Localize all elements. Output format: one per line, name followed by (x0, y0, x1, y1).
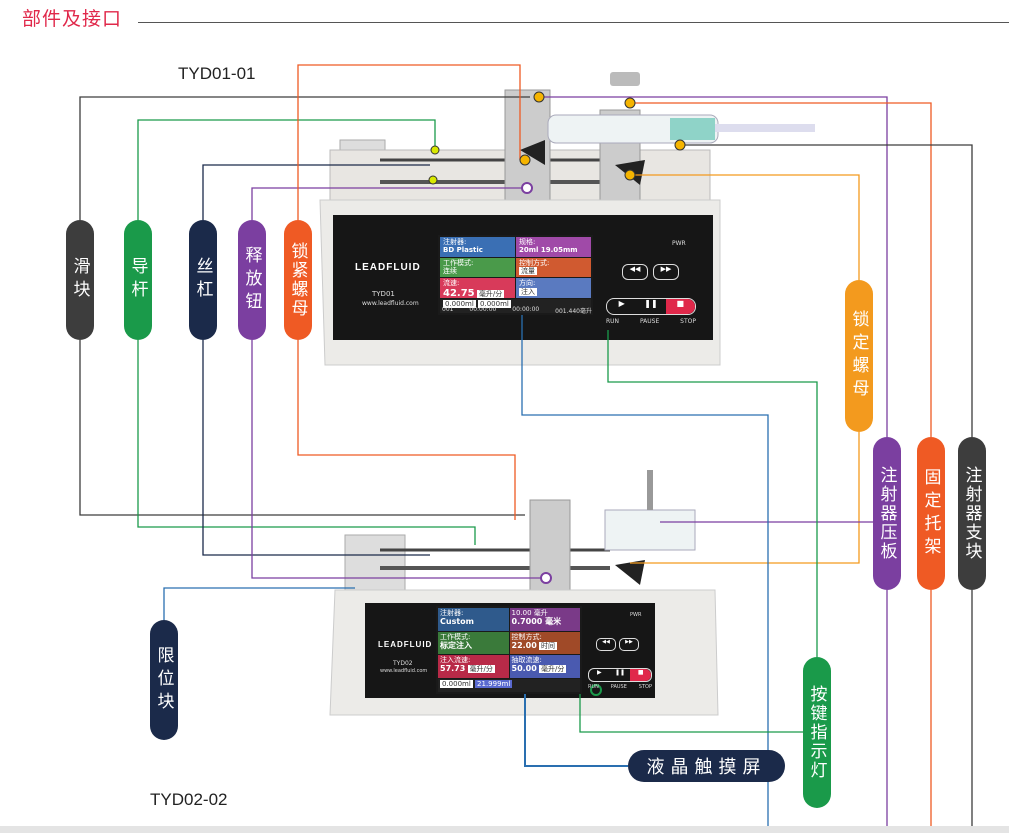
withdraw-rate-unit: 毫升/分 (539, 665, 567, 674)
volume-2: 0.000ml (478, 299, 511, 308)
status-time-1: 00:00:00 (469, 306, 497, 313)
play-button[interactable]: ▶ (618, 299, 625, 308)
label-key-indicator: 按键指示灯 (803, 657, 831, 808)
spec-value-1: 10.00 毫升 (511, 609, 548, 617)
model-label-top: TYD01-01 (178, 64, 256, 83)
status-count: 001 (442, 306, 454, 313)
volume-1: 0.000ml (440, 679, 473, 688)
label-guide-rod: 导杆 (124, 220, 152, 340)
pause-button[interactable]: ❚❚ (644, 299, 658, 308)
forward-button-bottom[interactable]: ▶▶ (619, 638, 639, 651)
pause-indicator: PAUSE (610, 684, 627, 690)
label-syringe-clamp: 注射器压板 (873, 437, 901, 590)
control-label: 控制方式: (511, 632, 542, 641)
pause-indicator: PAUSE (639, 318, 660, 325)
marker-dots (428, 91, 686, 696)
control-value[interactable]: 22.00 (511, 640, 537, 650)
title-divider (138, 22, 1009, 23)
label-lcd-touchscreen: 液晶触摸屏 (628, 750, 785, 782)
brand-url-top: www.leadfluid.com (362, 300, 419, 307)
status-time-2: 00:00:00 (512, 306, 540, 313)
label-release-button: 释放钮 (238, 220, 266, 340)
pump-top (319, 72, 815, 366)
play-button[interactable]: ▶ (597, 669, 602, 676)
spec-value-2: 0.7000 毫米 (511, 617, 562, 627)
rewind-button-top[interactable]: ◀◀ (622, 264, 648, 280)
spec-label: 规格: (519, 238, 536, 246)
brand-url-bottom: www.leadfluid.com (380, 668, 428, 674)
syringe-label: 注射器: (443, 238, 467, 246)
label-lock-nut: 锁紧螺母 (284, 220, 312, 340)
syringe-label: 注射器: (440, 609, 464, 617)
model-label-bottom: TYD02-02 (150, 790, 228, 809)
rate-unit: 毫升/分 (476, 289, 505, 298)
syringe-value: BD Plastic (443, 246, 483, 255)
volume-2: 21.999ml (475, 679, 513, 688)
syringe-value: Custom (440, 617, 474, 627)
bottom-band (0, 826, 1009, 833)
mode-value[interactable]: 连续 (443, 267, 457, 276)
forward-button-top[interactable]: ▶▶ (653, 264, 679, 280)
mode-label: 工作模式: (443, 258, 474, 267)
brand-logo-bottom: LEADFLUID (378, 640, 433, 649)
mode-value[interactable]: 标定注入 (440, 640, 472, 650)
control-value[interactable]: 流量 (519, 267, 537, 276)
dir-label: 方向: (519, 279, 536, 288)
leader-lines (79, 64, 973, 833)
model-bottom-panel: TYD02 (393, 660, 413, 667)
dir-value[interactable]: 注入 (519, 287, 537, 296)
lcd-screen-top[interactable]: 注射器:BD Plastic 规格:20ml 19.05mm 工作模式:连续 控… (438, 235, 593, 315)
inject-rate-unit: 毫升/分 (467, 665, 495, 674)
status-volume: 001.440毫升 (555, 308, 592, 315)
mode-label: 工作模式: (440, 632, 471, 641)
control-label: 控制方式: (519, 258, 550, 267)
status-bar-top: 001 00:00:00 00:00:00 001.440毫升 (442, 306, 592, 315)
control-buttons-top: ▶ ❚❚ ■ (606, 298, 696, 315)
pause-button[interactable]: ❚❚ (614, 669, 626, 676)
spec-value: 20ml 19.05mm (519, 246, 578, 255)
inject-rate-label: 注入流速: (440, 656, 471, 665)
label-fixed-bracket: 固定托架 (917, 437, 945, 590)
label-lead-screw: 丝杠 (189, 220, 217, 340)
run-indicator: RUN (606, 318, 620, 325)
rewind-button-bottom[interactable]: ◀◀ (596, 638, 616, 651)
stop-button[interactable]: ■ (630, 669, 652, 681)
indicator-lights-bottom: RUN PAUSE STOP (588, 684, 652, 690)
pwr-indicator-top: PWR (672, 240, 686, 247)
label-syringe-support: 注射器支块 (958, 437, 986, 590)
brand-logo-top: LEADFLUID (355, 262, 421, 273)
control-tag: 时间 (539, 641, 558, 650)
pwr-indicator-bottom: PWR (630, 612, 642, 618)
inject-rate-value[interactable]: 57.73 (440, 664, 466, 674)
label-slider: 滑块 (66, 220, 94, 340)
volume-1: 0.000ml (443, 299, 476, 308)
stop-indicator: STOP (638, 684, 652, 690)
rate-label: 流速: (443, 279, 460, 288)
section-title: 部件及接口 (22, 8, 123, 30)
indicator-lights-top: RUN PAUSE STOP (606, 318, 696, 325)
model-top-panel: TYD01 (372, 290, 395, 298)
run-indicator: RUN (588, 684, 599, 690)
rate-value[interactable]: 42.75 (443, 287, 475, 298)
control-buttons-bottom: ▶ ❚❚ ■ (588, 668, 652, 682)
withdraw-rate-label: 抽取流速: (511, 656, 542, 665)
label-locking-nut: 锁定螺母 (845, 280, 873, 432)
label-limit-block: 限位块 (150, 620, 178, 740)
withdraw-rate-value[interactable]: 50.00 (511, 664, 537, 674)
stop-button[interactable]: ■ (665, 299, 695, 314)
stop-indicator: STOP (680, 318, 696, 325)
